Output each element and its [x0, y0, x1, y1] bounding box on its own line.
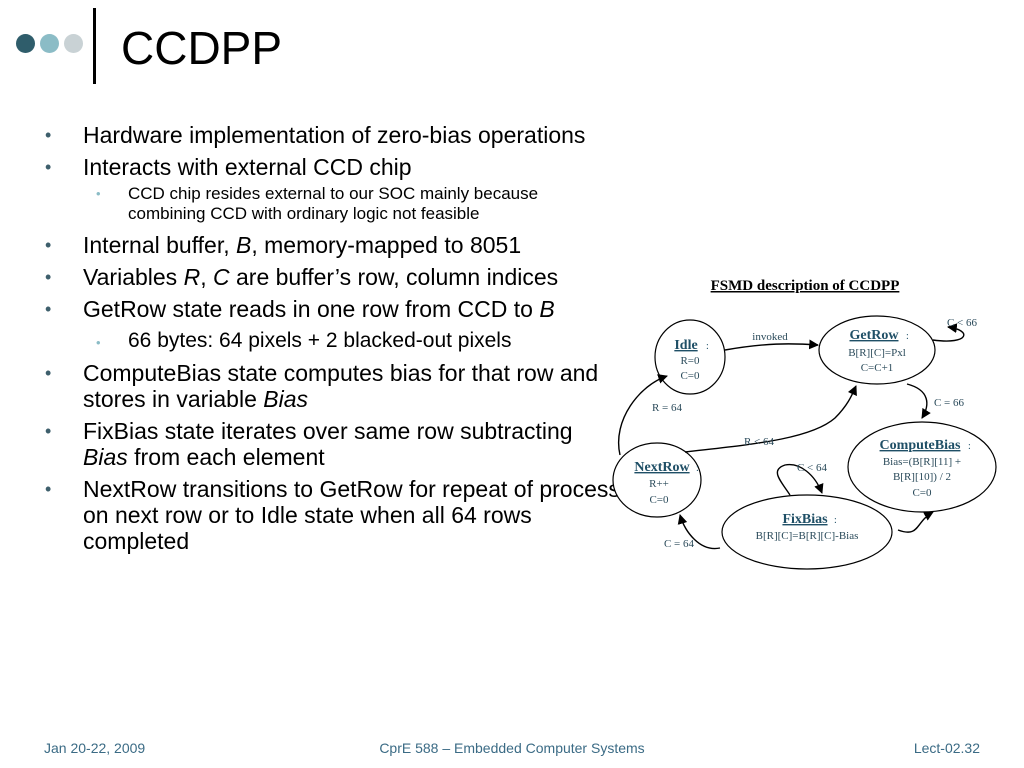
- title-decoration-dots: [16, 34, 88, 56]
- transition-labels: invoked C < 66 C = 66 R = 64 R < 64 C < …: [652, 317, 978, 550]
- slide-title: CCDPP: [121, 22, 283, 74]
- transition-label: C = 66: [934, 397, 965, 409]
- transition-label: R < 64: [744, 436, 775, 448]
- transition-label: invoked: [752, 331, 788, 343]
- state-action: R=0: [680, 355, 700, 367]
- state-name: GetRow: [850, 328, 900, 343]
- state-name: Idle: [674, 338, 697, 353]
- transition-label: C = 64: [664, 538, 695, 550]
- edge-c-eq-64: [677, 514, 721, 550]
- bullet-text: GetRow state reads in one row from CCD t…: [83, 296, 540, 322]
- edge-computebias-fixbias: [897, 511, 934, 533]
- bullet-text: ComputeBias state computes bias for that…: [83, 360, 599, 412]
- bullet-text: are buffer’s row, column indices: [229, 264, 559, 290]
- bullet-text: NextRow transitions to GetRow for repeat…: [83, 476, 620, 554]
- bullet-item: Variables R, C are buffer’s row, column …: [45, 264, 620, 290]
- variable-name: B: [236, 232, 252, 258]
- edge-r-lt-64: [684, 385, 857, 453]
- bullet-item: ComputeBias state computes bias for that…: [45, 360, 620, 412]
- bullet-text: , memory-mapped to 8051: [251, 232, 522, 258]
- bullet-item: NextRow transitions to GetRow for repeat…: [45, 476, 620, 554]
- variable-name: R: [183, 264, 201, 290]
- state-computebias: ComputeBias : Bias=(B[R][11] + B[R][10])…: [847, 421, 997, 513]
- decoration-dot: [40, 34, 59, 53]
- edge-c-lt-66: [932, 323, 965, 342]
- decoration-dot: [64, 34, 83, 53]
- state-action: B[R][10]) / 2: [893, 471, 951, 483]
- diagram-title: FSMD description of CCDPP: [711, 278, 900, 294]
- bullet-list: Hardware implementation of zero-bias ope…: [45, 122, 620, 560]
- edge-r-eq-64: [617, 374, 668, 456]
- state-action: Bias=(B[R][11] +: [883, 456, 961, 468]
- variable-name: C: [212, 264, 230, 290]
- bullet-text: from each element: [127, 444, 325, 470]
- state-action: C=C+1: [861, 362, 894, 374]
- edge-c-eq-66: [906, 383, 931, 419]
- footer-date: Jan 20-22, 2009: [44, 740, 146, 756]
- state-action: B[R][C]=B[R][C]-Bias: [756, 530, 859, 542]
- title-divider: [93, 8, 96, 84]
- svg-text::: :: [696, 463, 699, 474]
- variable-name: Bias: [263, 386, 308, 412]
- bullet-text: Interacts with external CCD chip: [83, 154, 412, 180]
- svg-text::: :: [834, 515, 837, 526]
- transition-label: C < 66: [947, 317, 978, 329]
- sub-bullet-item: 66 bytes: 64 pixels + 2 blacked-out pixe…: [45, 328, 620, 356]
- bullet-item: Internal buffer, B, memory-mapped to 805…: [45, 232, 620, 258]
- state-name: ComputeBias: [880, 438, 961, 453]
- state-idle: Idle : R=0 C=0: [654, 319, 726, 395]
- footer-course: CprE 588 – Embedded Computer Systems: [379, 740, 645, 756]
- transition-label: C < 64: [797, 462, 828, 474]
- footer-lecture: Lect-02.32: [913, 740, 980, 756]
- state-nextrow: NextRow : R++ C=0: [612, 442, 702, 518]
- svg-text::: :: [906, 331, 909, 342]
- bullet-text: Variables: [83, 264, 184, 290]
- fsmd-diagram: FSMD description of CCDPP Idle : R=0 C=0…: [612, 278, 997, 570]
- state-fixbias: FixBias : B[R][C]=B[R][C]-Bias: [721, 494, 893, 570]
- state-action: C=0: [912, 487, 932, 499]
- edge-c-lt-64: [776, 463, 824, 496]
- bullet-text: Internal buffer,: [83, 232, 237, 258]
- svg-text::: :: [706, 341, 709, 352]
- svg-text::: :: [968, 441, 971, 452]
- variable-name: Bias: [83, 444, 128, 470]
- state-action: B[R][C]=Pxl: [848, 347, 906, 359]
- state-name: NextRow: [634, 460, 690, 475]
- transition-label: R = 64: [652, 402, 683, 414]
- decoration-dot: [16, 34, 35, 53]
- transition-edges: [617, 323, 965, 550]
- bullet-item: FixBias state iterates over same row sub…: [45, 418, 620, 470]
- variable-name: B: [539, 296, 555, 322]
- state-action: C=0: [649, 494, 669, 506]
- state-name: FixBias: [782, 512, 828, 527]
- bullet-item: Interacts with external CCD chip: [45, 154, 620, 180]
- bullet-item: Hardware implementation of zero-bias ope…: [45, 122, 620, 148]
- bullet-text: ,: [200, 264, 213, 290]
- state-action: C=0: [680, 370, 700, 382]
- sub-bullet-item: CCD chip resides external to our SOC mai…: [45, 184, 620, 224]
- edge-invoked: [724, 339, 819, 351]
- bullet-text: FixBias state iterates over same row sub…: [83, 418, 573, 444]
- state-action: R++: [649, 478, 669, 490]
- state-getrow: GetRow : B[R][C]=Pxl C=C+1: [818, 315, 936, 385]
- bullet-text: Hardware implementation of zero-bias ope…: [83, 122, 586, 148]
- bullet-item: GetRow state reads in one row from CCD t…: [45, 296, 620, 322]
- sub-bullet-text: CCD chip resides external to our SOC mai…: [128, 184, 539, 223]
- sub-bullet-text: 66 bytes: 64 pixels + 2 blacked-out pixe…: [128, 329, 512, 352]
